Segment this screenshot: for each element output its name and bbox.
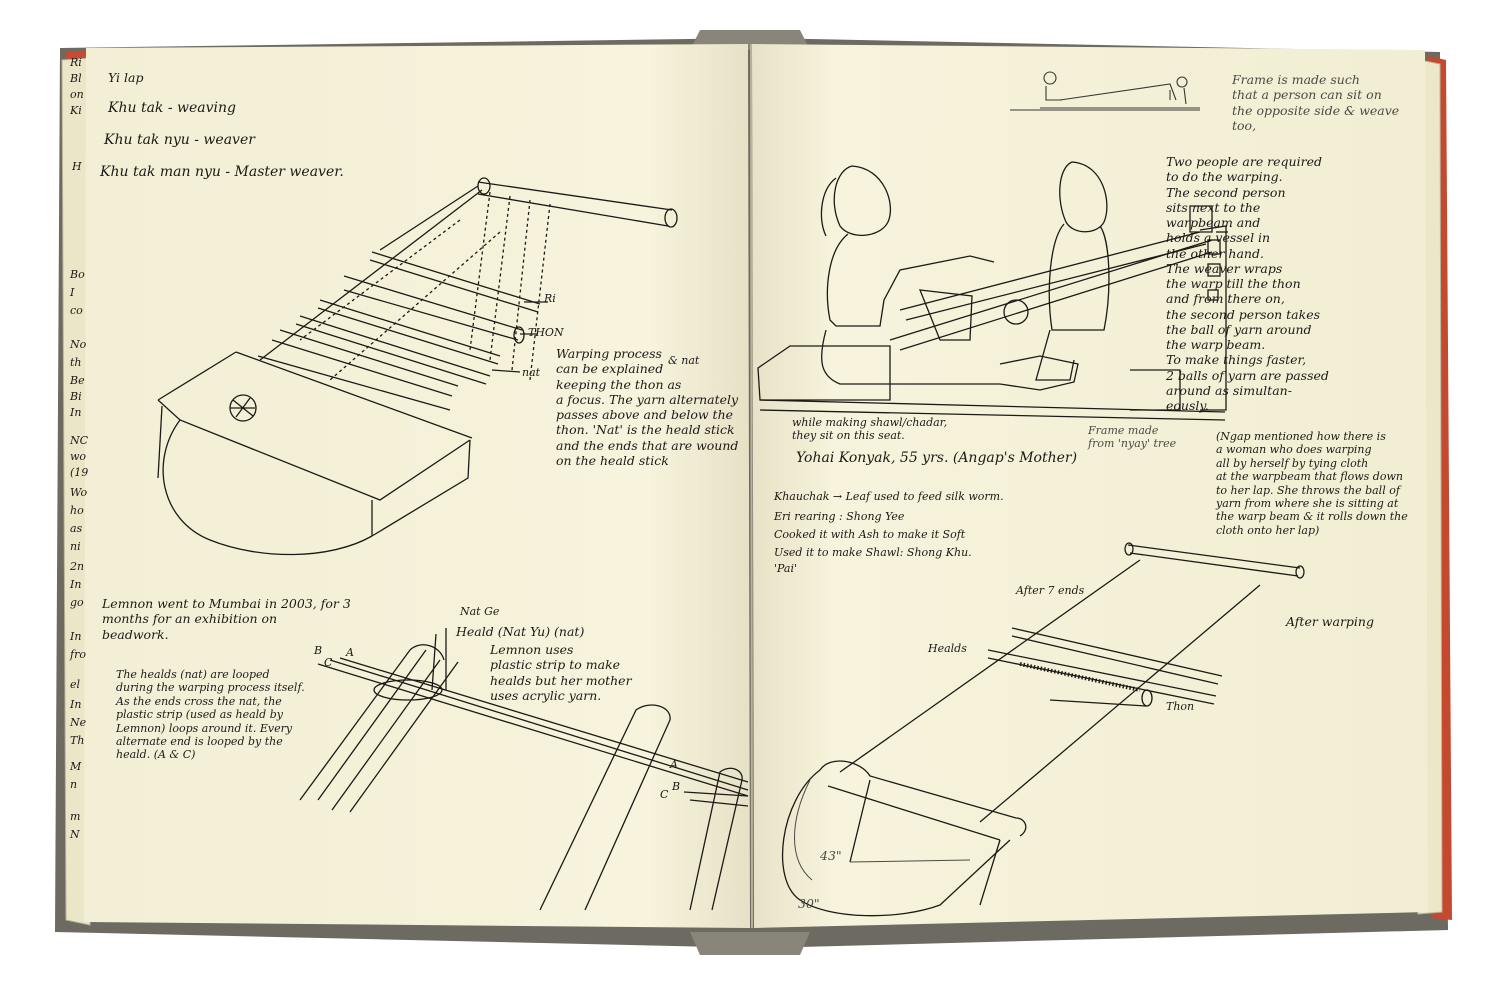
dimension-30: 30" — [798, 896, 820, 911]
margin-letter: In — [70, 630, 82, 643]
people-warping-drawing — [757, 161, 1228, 421]
silk-note-pai: 'Pai' — [774, 562, 798, 575]
silk-note-shawl: Used it to make Shawl: Shong Khu. — [774, 546, 972, 559]
warping-note-insert: & nat — [668, 354, 700, 367]
margin-letter: Wo — [70, 486, 88, 499]
margin-letter: Bi — [70, 390, 82, 403]
margin-letter: H — [72, 160, 82, 173]
lemnon-mumbai-note: Lemnon went to Mumbai in 2003, for 3 mon… — [102, 596, 351, 642]
label-heald: Heald (Nat Yu) (nat) — [456, 624, 585, 639]
silk-note-cooked: Cooked it with Ash to make it Soft — [774, 528, 966, 541]
margin-letter: In — [70, 578, 82, 591]
dimension-43: 43" — [820, 848, 842, 863]
margin-letter: In — [70, 406, 82, 419]
margin-letter: NC — [70, 434, 89, 447]
label-ri: Ri — [544, 292, 556, 305]
margin-letter: Th — [70, 734, 85, 747]
thread-letter-b: B — [314, 644, 323, 657]
margin-letter: fro — [70, 648, 86, 661]
margin-letter: n — [70, 778, 78, 791]
thread-letter-a: A — [346, 646, 354, 659]
margin-letter: 2n — [70, 560, 85, 573]
thread-letter-a-right: A — [670, 758, 678, 771]
label-nat: nat — [522, 366, 541, 379]
margin-letter: M — [70, 760, 82, 773]
margin-letter: I — [70, 286, 75, 299]
label-thon-right: Thon — [1166, 700, 1195, 713]
margin-letter: (19 — [70, 466, 89, 479]
margin-letter: as — [70, 522, 83, 535]
seat-note: while making shawl/chadar, they sit on t… — [792, 416, 948, 443]
margin-letter: m — [70, 810, 81, 823]
silk-note-khauchak: Khauchak → Leaf used to feed silk worm. — [774, 490, 1004, 503]
margin-letter: el — [70, 678, 81, 691]
margin-letter: wo — [70, 450, 87, 463]
label-healds: Healds — [928, 642, 967, 655]
margin-letter: th — [70, 356, 82, 369]
margin-letter: In — [70, 698, 82, 711]
margin-letter: Bl — [70, 72, 82, 85]
margin-letter: go — [70, 596, 84, 609]
margin-letter: Bo — [70, 268, 85, 281]
vocab-heading: Yi lap — [108, 70, 144, 85]
plastic-strip-note: Lemnon uses plastic strip to make healds… — [490, 642, 632, 703]
heald-drawing — [299, 628, 749, 911]
margin-letter: on — [70, 88, 84, 101]
vocab-item-master-weaver: Khu tak man nyu - Master weaver. — [100, 164, 344, 180]
warping-process-note: Warping process can be explained keeping… — [556, 346, 739, 468]
margin-letter: Ne — [70, 716, 87, 729]
margin-letter: Ki — [70, 104, 82, 117]
vocab-item-weaving: Khu tak - weaving — [108, 100, 237, 116]
ngap-note: (Ngap mentioned how there is a woman who… — [1216, 430, 1408, 537]
left-page — [84, 44, 750, 928]
drawing-caption: Yohai Konyak, 55 yrs. (Angap's Mother) — [796, 450, 1078, 466]
margin-letter: co — [70, 304, 83, 317]
thread-letter-b-right: B — [672, 780, 681, 793]
loom-after-warping-drawing — [781, 542, 1305, 917]
loom-warping-drawing — [157, 177, 678, 556]
label-after-warping: After warping — [1286, 614, 1374, 629]
margin-letter: ho — [70, 504, 84, 517]
margin-letter: Be — [70, 374, 85, 387]
margin-letter: Ri — [70, 56, 82, 69]
frame-note: Frame is made such that a person can sit… — [1232, 72, 1400, 133]
margin-letter: ni — [70, 540, 81, 553]
frame-made-note: Frame made from 'nyay' tree — [1088, 424, 1177, 451]
frame-thumbnail-sketch — [1010, 71, 1200, 111]
label-after-7-ends: After 7 ends — [1016, 584, 1085, 597]
two-people-note: Two people are required to do the warpin… — [1166, 154, 1329, 413]
healds-looped-note: The healds (nat) are looped during the w… — [116, 668, 305, 762]
thread-letter-c: C — [324, 656, 333, 669]
right-page — [752, 44, 1428, 928]
vocab-item-weaver: Khu tak nyu - weaver — [104, 132, 255, 148]
silk-note-eri-rearing: Eri rearing : Shong Yee — [774, 510, 905, 523]
margin-letter: No — [70, 338, 87, 351]
label-nat-ge: Nat Ge — [460, 605, 500, 618]
thread-letter-c-right: C — [660, 788, 669, 801]
margin-letter: N — [70, 828, 80, 841]
label-thon: THON — [528, 326, 564, 339]
